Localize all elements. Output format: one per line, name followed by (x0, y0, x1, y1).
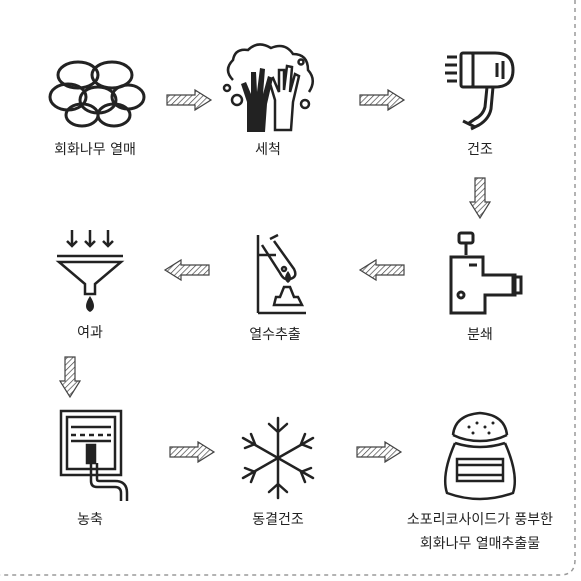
step-label-berries: 회화나무 열매 (54, 142, 136, 158)
hair-dryer-icon (445, 51, 515, 131)
step-dry: 건조 (405, 45, 555, 161)
step-label-extract: 열수추출 (249, 327, 301, 343)
step-berries: 회화나무 열매 (20, 45, 170, 161)
washing-hands-icon (222, 43, 314, 132)
arrow-right-4 (356, 440, 403, 464)
step-extract: 열수추출 (200, 225, 350, 346)
step-product: 소포리코사이드가 풍부한 회화나무 열매추출물 (390, 405, 570, 555)
step-label-filter: 여과 (77, 325, 103, 341)
step-filter: 여과 (15, 228, 165, 344)
berries-icon (48, 60, 146, 128)
step-label-concentrate: 농축 (77, 512, 103, 528)
snowflake-icon (241, 416, 315, 500)
concentrator-icon (59, 409, 129, 501)
funnel-filter-icon (55, 230, 125, 312)
step-wash: 세척 (193, 40, 343, 161)
step-grind: 분쇄 (405, 225, 555, 346)
arrow-left-2 (358, 258, 405, 282)
step-label-grind: 분쇄 (467, 327, 493, 343)
step-freezedry: 동결건조 (203, 410, 353, 531)
arrow-left-1 (163, 258, 210, 282)
arrow-right-3 (169, 440, 216, 464)
arrow-right-1 (166, 88, 213, 112)
sack-icon (444, 411, 516, 501)
arrow-down-2 (58, 356, 82, 399)
step-label-wash: 세척 (255, 142, 281, 158)
step-label-dry: 건조 (467, 142, 493, 158)
step-concentrate: 농축 (15, 405, 165, 531)
step-label-product-line1: 소포리코사이드가 풍부한 (406, 512, 554, 528)
arrow-right-2 (359, 88, 406, 112)
arrow-down-1 (468, 177, 492, 220)
grinder-icon (449, 231, 523, 315)
extraction-flask-icon (256, 233, 306, 315)
step-label-freezedry: 동결건조 (252, 512, 304, 528)
step-label-product-line2: 회화나무 열매추출물 (419, 536, 541, 552)
